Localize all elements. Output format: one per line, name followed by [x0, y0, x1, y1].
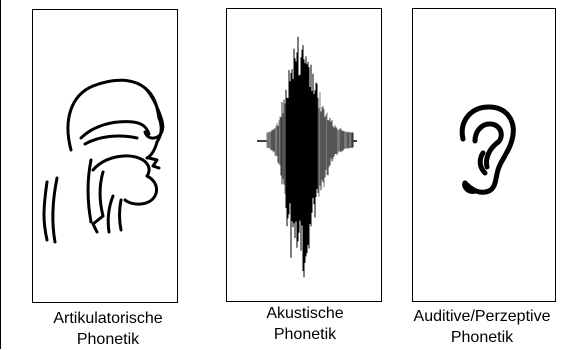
- caption-acoustic: Akustische Phonetik: [222, 303, 388, 345]
- left-edge-line: [0, 0, 1, 349]
- caption-line: Phonetik: [273, 326, 337, 343]
- caption-line: Akustische: [266, 305, 344, 322]
- caption-line: Auditive/Perzeptive: [413, 308, 551, 325]
- caption-articulatory: Artikulatorische Phonetik: [28, 308, 188, 350]
- panel-articulatory: [32, 9, 178, 303]
- caption-line: Phonetik: [76, 331, 140, 348]
- sound-waveform-icon: [257, 36, 357, 278]
- vocal-tract-icon: [42, 78, 165, 244]
- caption-auditory: Auditive/Perzeptive Phonetik: [398, 306, 566, 348]
- caption-line: Artikulatorische: [53, 310, 163, 327]
- caption-line: Phonetik: [450, 329, 514, 346]
- ear-icon: [459, 104, 516, 195]
- panel-auditory: [412, 8, 556, 302]
- panel-acoustic: [226, 8, 382, 302]
